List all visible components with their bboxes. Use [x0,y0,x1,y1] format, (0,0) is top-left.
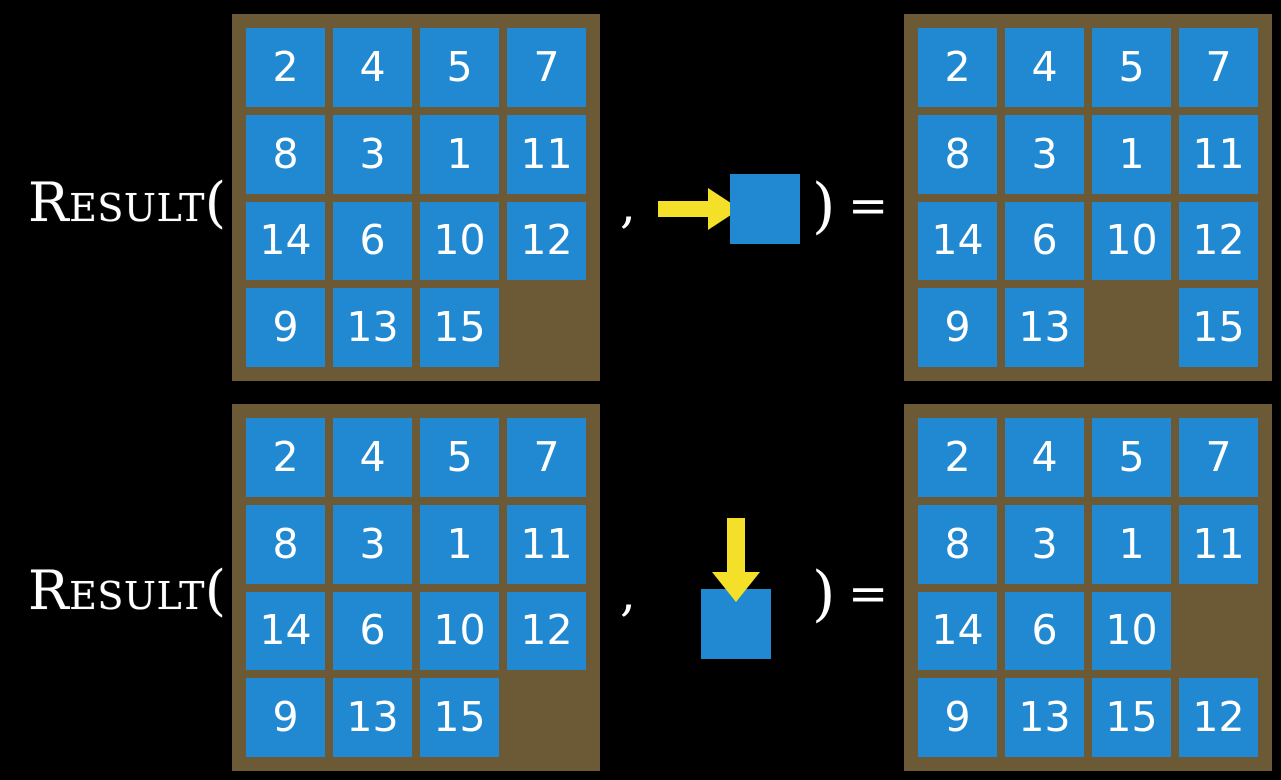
grid-cell[interactable]: 7 [507,28,586,107]
grid-cell[interactable]: 4 [333,28,412,107]
grid-cell[interactable]: 8 [246,114,325,194]
grid-cell[interactable]: 8 [246,504,325,584]
grid-cell[interactable]: 6 [1005,201,1084,281]
grid-cell[interactable]: 11 [1179,114,1258,194]
grid-cell[interactable]: 8 [918,114,997,194]
grid-cell[interactable]: 10 [1092,201,1171,281]
grid-cell[interactable]: 6 [1005,591,1084,671]
grid-cell[interactable]: 7 [1179,28,1258,107]
equals-sign-row-1: = [848,178,889,234]
grid-cell[interactable]: 13 [333,288,412,367]
grid-cell[interactable]: 6 [333,201,412,281]
grid-cell-empty [507,288,586,367]
grid-cell[interactable]: 5 [420,418,499,497]
grid-cell[interactable]: 3 [333,114,412,194]
grid-cell[interactable]: 14 [918,201,997,281]
grid-cell[interactable]: 1 [1092,504,1171,584]
grid-cell[interactable]: 2 [246,418,325,497]
grid-cell[interactable]: 14 [246,201,325,281]
arrow-right-icon [658,188,740,230]
result-label-row-2: Result( [28,559,227,622]
grid-cell[interactable]: 8 [918,504,997,584]
grid-cell[interactable]: 2 [246,28,325,107]
grid-cell[interactable]: 11 [507,114,586,194]
grid-cell[interactable]: 1 [420,114,499,194]
comma-separator-row-1: , [620,176,636,234]
grid-cell[interactable]: 3 [333,504,412,584]
grid-cell[interactable]: 9 [918,678,997,757]
grid-cell[interactable]: 2 [918,28,997,107]
grid-cell[interactable]: 13 [333,678,412,757]
grid-cell[interactable]: 4 [1005,418,1084,497]
grid-cell[interactable]: 1 [1092,114,1171,194]
grid-cell[interactable]: 5 [1092,28,1171,107]
grid-cell[interactable]: 9 [246,288,325,367]
grid-cell[interactable]: 10 [420,591,499,671]
grid-cell[interactable]: 15 [420,288,499,367]
grid-cell[interactable]: 15 [420,678,499,757]
grid-cell[interactable]: 14 [246,591,325,671]
grid-cell[interactable]: 4 [1005,28,1084,107]
arrow-down-icon [712,518,760,602]
grid-cell[interactable]: 7 [507,418,586,497]
result-label-row-1: Result( [28,171,227,234]
grid-cell[interactable]: 15 [1179,288,1258,367]
blank-tile-icon-row-1 [730,174,800,244]
grid-cell[interactable]: 2 [918,418,997,497]
grid-cell[interactable]: 10 [420,201,499,281]
grid-cell[interactable]: 9 [918,288,997,367]
paren-close-row-2: ) [812,559,836,629]
grid-cell[interactable]: 12 [507,201,586,281]
grid-cell[interactable]: 12 [507,591,586,671]
grid-cell[interactable]: 13 [1005,288,1084,367]
grid-cell[interactable]: 11 [1179,504,1258,584]
grid-cell-empty [507,678,586,757]
grid-cell[interactable]: 14 [918,591,997,671]
grid-cell[interactable]: 13 [1005,678,1084,757]
comma-separator-row-2: , [620,564,636,622]
grid-cell[interactable]: 11 [507,504,586,584]
grid-cell[interactable]: 15 [1092,678,1171,757]
grid-cell[interactable]: 4 [333,418,412,497]
equals-sign-row-2: = [848,566,889,622]
grid-cell[interactable]: 10 [1092,591,1171,671]
grid-cell[interactable]: 3 [1005,504,1084,584]
grid-cell[interactable]: 6 [333,591,412,671]
grid-cell[interactable]: 12 [1179,201,1258,281]
grid-cell-empty [1092,288,1171,367]
grid-cell-empty [1179,592,1258,671]
grid-cell[interactable]: 12 [1179,678,1258,757]
grid-cell[interactable]: 3 [1005,114,1084,194]
grid-cell[interactable]: 7 [1179,418,1258,497]
grid-cell[interactable]: 5 [1092,418,1171,497]
grid-cell[interactable]: 9 [246,678,325,757]
paren-close-row-1: ) [812,171,836,241]
grid-cell[interactable]: 5 [420,28,499,107]
grid-cell[interactable]: 1 [420,504,499,584]
